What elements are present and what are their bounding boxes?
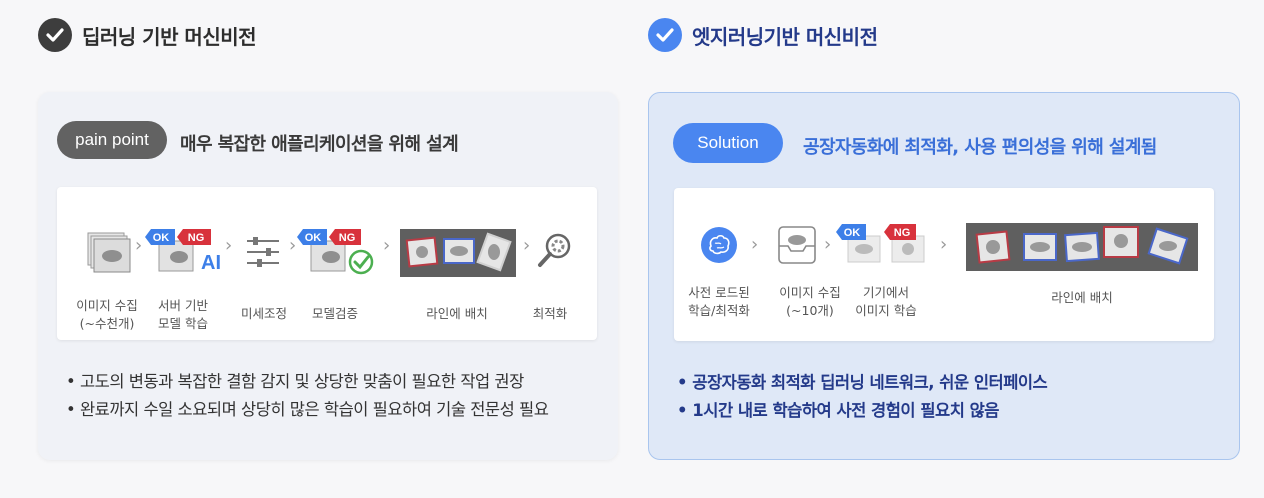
- tray-icon: [778, 226, 816, 264]
- section-heading-edge-learning: 엣지러닝기반 머신비전: [648, 18, 878, 52]
- section-title: 딥러닝 기반 머신비전: [82, 24, 257, 49]
- chevron-right-icon: ›: [523, 235, 531, 256]
- solution-badge: Solution: [673, 123, 783, 163]
- line-samples-icon: [966, 223, 1198, 271]
- solution-list: • 공장자동화 최적화 딥러닝 네트워크, 쉬운 인터페이스 • 1시간 내로 …: [677, 369, 1048, 425]
- list-item: • 공장자동화 최적화 딥러닝 네트워크, 쉬운 인터페이스: [677, 373, 1048, 392]
- edge-learning-flow: 사전 로드된 학습/최적화 › 이미지 수집 (~10개) › OK NG: [674, 188, 1214, 341]
- ok-badge: OK: [305, 232, 322, 244]
- step-label: 서버 기반 모델 학습: [158, 298, 208, 331]
- ok-ng-ai-icon: OK NG AI: [145, 229, 221, 274]
- ok-ng-icon: OK NG: [836, 224, 925, 263]
- step-label: 이미지 수집 (~수천개): [76, 298, 138, 331]
- solution-description: 공장자동화에 최적화, 사용 편의성을 위해 설계됨: [803, 137, 1157, 158]
- sliders-icon: [247, 237, 279, 267]
- list-item: • 고도의 변동과 복잡한 결함 감지 및 상당한 맞춤이 필요한 작업 권장: [66, 372, 524, 391]
- chevron-right-icon: ›: [751, 234, 759, 255]
- ng-badge: NG: [188, 232, 205, 244]
- image-stack-icon: [87, 232, 131, 273]
- pain-point-description: 매우 복잡한 애플리케이션을 위해 설계: [180, 134, 459, 155]
- chevron-right-icon: ›: [289, 235, 297, 256]
- check-circle-icon: [648, 18, 682, 52]
- chevron-right-icon: ›: [225, 235, 233, 256]
- line-samples-icon: [400, 229, 516, 277]
- pain-point-list: • 고도의 변동과 복잡한 결함 감지 및 상당한 맞춤이 필요한 작업 권장 …: [66, 368, 549, 424]
- step-label: 최적화: [532, 306, 568, 321]
- ng-badge: NG: [339, 232, 356, 244]
- list-item: • 완료까지 수일 소요되며 상당히 많은 학습이 필요하여 기술 전문성 필요: [66, 400, 549, 419]
- step-label: 라인에 배치: [426, 306, 488, 321]
- pain-point-badge: pain point: [57, 121, 167, 159]
- ai-badge: AI: [201, 252, 221, 274]
- list-item: • 1시간 내로 학습하여 사전 경험이 필요치 않음: [677, 401, 999, 420]
- ng-badge: NG: [894, 227, 911, 239]
- chevron-right-icon: ›: [940, 234, 948, 255]
- brain-icon: [701, 227, 737, 263]
- step-label: 모델검증: [311, 306, 358, 321]
- chevron-right-icon: ›: [135, 235, 143, 256]
- step-label: 이미지 수집 (~10개): [779, 285, 841, 318]
- ok-badge: OK: [153, 232, 170, 244]
- section-title: 엣지러닝기반 머신비전: [692, 24, 878, 49]
- step-label: 사전 로드된 학습/최적화: [688, 285, 750, 318]
- ok-ng-verify-icon: OK NG: [297, 229, 374, 275]
- chevron-right-icon: ›: [383, 235, 391, 256]
- edge-learning-card: Solution 공장자동화에 최적화, 사용 편의성을 위해 설계됨 사전 로…: [648, 92, 1240, 460]
- step-label: 기기에서 이미지 학습: [855, 285, 917, 318]
- step-label: 미세조정: [240, 306, 287, 321]
- step-label: 라인에 배치: [1051, 290, 1113, 305]
- check-circle-icon: [38, 18, 72, 52]
- ok-badge: OK: [844, 227, 861, 239]
- chevron-right-icon: ›: [824, 234, 832, 255]
- magnifier-gear-icon: [538, 233, 571, 267]
- deep-learning-flow: 이미지 수집 (~수천개) › OK NG AI 서버 기반 모델 학습 ›: [57, 187, 597, 340]
- section-heading-deep-learning: 딥러닝 기반 머신비전: [38, 18, 257, 52]
- deep-learning-card: pain point 매우 복잡한 애플리케이션을 위해 설계 이미지 수집 (…: [38, 92, 618, 460]
